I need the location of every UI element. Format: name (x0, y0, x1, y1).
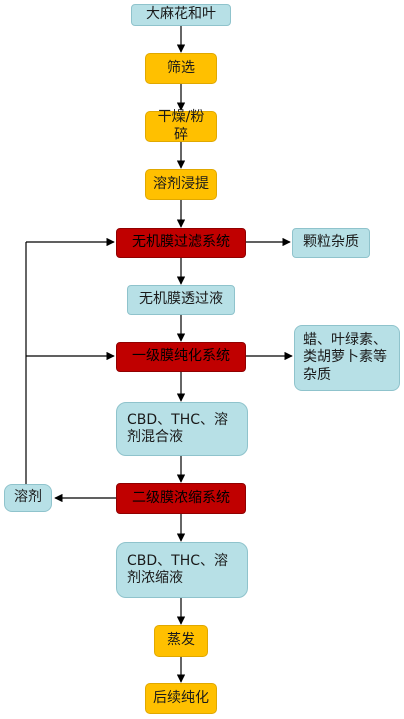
node-cbd-thc-solvent-mixture: CBD、THC、溶剂混合液 (116, 402, 248, 456)
node-particle-impurities: 颗粒杂质 (292, 228, 370, 258)
node-wax-chlorophyll-impurities: 蜡、叶绿素、类胡萝卜素等杂质 (294, 325, 400, 391)
node-further-purification: 后续纯化 (145, 683, 217, 714)
node-stage2-membrane-concentration: 二级膜浓缩系统 (116, 483, 246, 514)
node-inorganic-membrane-filtration: 无机膜过滤系统 (116, 228, 246, 258)
node-cbd-thc-solvent-concentrate: CBD、THC、溶剂浓缩液 (116, 542, 248, 598)
node-membrane-permeate: 无机膜透过液 (127, 285, 235, 315)
node-stage1-membrane-purification: 一级膜纯化系统 (116, 342, 246, 372)
node-drying-grinding: 干燥/粉碎 (145, 109, 217, 143)
node-solvent-extraction: 溶剂浸提 (145, 169, 217, 200)
node-screening: 筛选 (145, 53, 217, 84)
node-evaporation: 蒸发 (154, 625, 208, 657)
node-raw-material: 大麻花和叶 (131, 4, 231, 26)
node-solvent: 溶剂 (4, 484, 52, 512)
